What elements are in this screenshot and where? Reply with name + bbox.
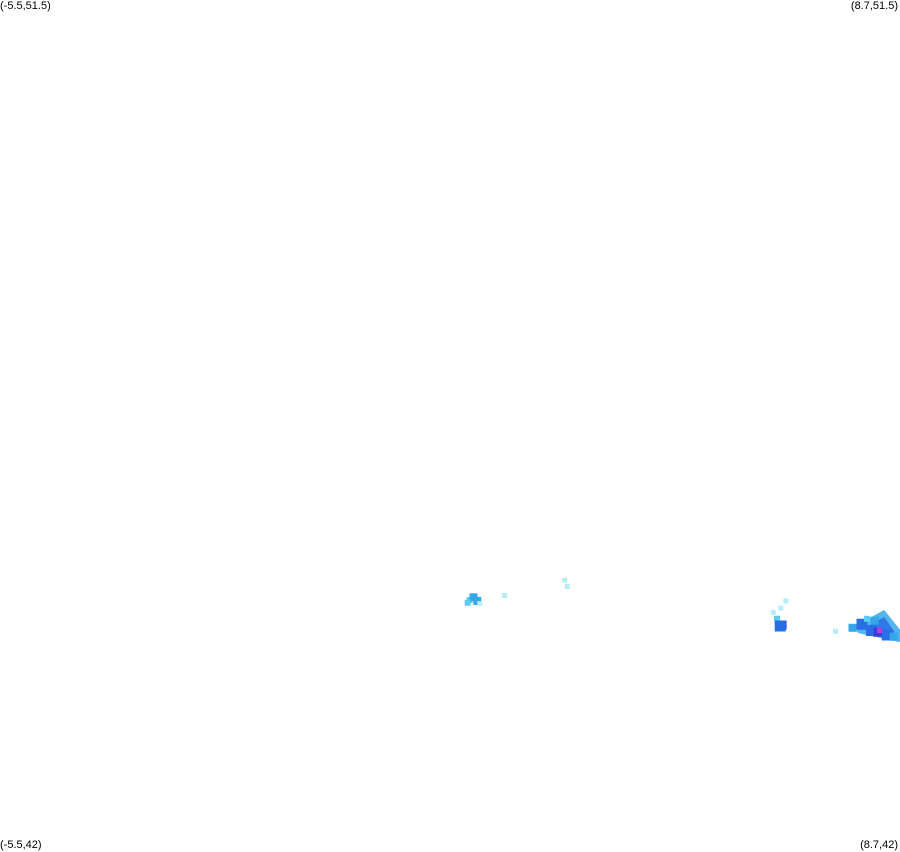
radar-echo [473, 596, 482, 605]
radar-echo [477, 601, 483, 607]
corner-label-top-right: (8.7,51.5) [850, 0, 898, 12]
radar-echo [832, 628, 838, 634]
radar-echo [783, 598, 789, 604]
radar-echo [774, 615, 780, 622]
radar-echo [877, 628, 883, 633]
radar-echo [502, 593, 507, 598]
radar-echo [564, 584, 570, 589]
radar-echo [864, 615, 870, 622]
corner-label-bottom-right: (8.7,42) [860, 839, 898, 851]
corner-label-top-left: (-5.5,51.5) [0, 0, 51, 12]
radar-echo [464, 599, 471, 606]
corner-label-bottom-left: (-5.5,42) [0, 839, 42, 851]
radar-echo [770, 610, 776, 615]
radar-echo [866, 625, 877, 636]
radar-echo [562, 577, 568, 583]
radar-echo [848, 623, 857, 632]
radar-echo [870, 616, 879, 625]
radar-echo [889, 632, 898, 641]
radar-echo [856, 618, 868, 630]
radar-echo [778, 605, 784, 611]
radar-echo [774, 620, 786, 632]
radar-echo [881, 629, 893, 641]
